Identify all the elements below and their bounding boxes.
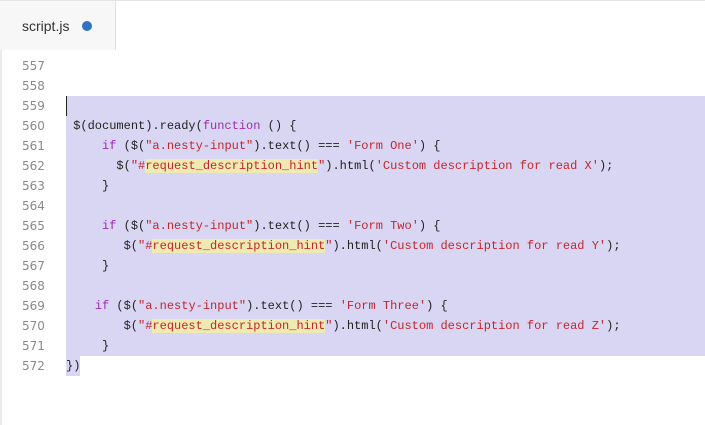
line-code: $("#request_description_hint").html('Cus…	[66, 236, 621, 256]
code-token: }	[102, 339, 110, 353]
code-token: () {	[260, 119, 297, 133]
keyword-token: if	[102, 139, 117, 153]
line-code: })	[66, 356, 80, 376]
code-line[interactable]: 561 if ($("a.nesty-input").text() === 'F…	[0, 136, 705, 156]
string-token: "#	[138, 319, 153, 333]
tab-bar: script.js	[0, 0, 705, 51]
code-token: }	[102, 259, 110, 273]
line-number: 559	[22, 99, 45, 113]
code-line[interactable]: 560 $(document).ready(function () {	[0, 116, 705, 136]
string-token: "#	[130, 159, 146, 173]
code-line[interactable]: 567 }	[0, 256, 705, 276]
line-number: 565	[22, 219, 45, 233]
line-code: $(document).ready(function () {	[66, 116, 296, 136]
highlighted-token: request_description_hint	[152, 239, 326, 253]
string-token: "	[325, 319, 333, 333]
line-code: $("#request_description_hint").html('Cus…	[66, 316, 621, 336]
code-token: ).html(	[332, 239, 383, 253]
unsaved-dot-icon[interactable]	[82, 21, 93, 31]
code-token: $(	[123, 319, 139, 333]
string-token: 'Form Three'	[339, 299, 427, 313]
selection-highlight-last-line	[66, 356, 80, 376]
tab-script-js[interactable]: script.js	[0, 1, 115, 51]
code-token: ).text() ===	[253, 139, 347, 153]
code-token: ) {	[418, 219, 441, 233]
line-number: 557	[22, 59, 45, 73]
code-token: );	[598, 159, 614, 173]
code-token: $(document).ready(	[73, 119, 203, 133]
code-token: ).text() ===	[253, 219, 347, 233]
code-token: ($(	[109, 299, 139, 313]
code-line[interactable]: 564	[0, 196, 705, 216]
line-number: 569	[22, 299, 45, 313]
string-token: 'Custom description for read Y'	[382, 239, 607, 253]
code-token: ).html(	[325, 159, 376, 173]
line-number: 568	[22, 279, 45, 293]
tab-bar-empty-area	[115, 1, 705, 51]
string-token: "a.nesty-input"	[145, 139, 254, 153]
code-token: ) {	[426, 299, 448, 313]
code-token: ).html(	[332, 319, 383, 333]
line-number: 558	[22, 79, 45, 93]
selection-highlight	[66, 96, 705, 356]
code-token: );	[606, 239, 621, 253]
line-number: 563	[22, 179, 45, 193]
code-line[interactable]: 571 }	[0, 336, 705, 356]
code-line[interactable]: 570 $("#request_description_hint").html(…	[0, 316, 705, 336]
code-token: );	[606, 319, 621, 333]
string-token: 'Custom description for read X'	[375, 159, 599, 173]
string-token: 'Form One'	[346, 139, 419, 153]
code-token: ($(	[116, 219, 146, 233]
line-number: 564	[22, 199, 45, 213]
keyword-token: if	[94, 299, 110, 313]
string-token: "	[318, 159, 326, 173]
line-code: }	[66, 336, 109, 356]
tab-label: script.js	[22, 18, 70, 34]
line-code: if ($("a.nesty-input").text() === 'Form …	[66, 296, 448, 316]
code-line[interactable]: 565 if ($("a.nesty-input").text() === 'F…	[0, 216, 705, 236]
line-code: if ($("a.nesty-input").text() === 'Form …	[66, 136, 441, 156]
line-number: 567	[22, 259, 45, 273]
keyword-token: function	[202, 119, 261, 133]
code-line[interactable]: 572})	[0, 356, 705, 376]
line-number: 572	[22, 359, 45, 373]
code-line[interactable]: 557	[0, 56, 705, 76]
line-code: }	[66, 176, 109, 196]
highlighted-token: request_description_hint	[145, 159, 319, 173]
code-line[interactable]: 562 $("#request_description_hint").html(…	[0, 156, 705, 176]
code-line[interactable]: 566 $("#request_description_hint").html(…	[0, 236, 705, 256]
line-code: if ($("a.nesty-input").text() === 'Form …	[66, 216, 441, 236]
code-line[interactable]: 563 }	[0, 176, 705, 196]
code-token: $(	[123, 239, 139, 253]
code-token: $(	[116, 159, 131, 173]
code-line[interactable]: 569 if ($("a.nesty-input").text() === 'F…	[0, 296, 705, 316]
string-token: "	[325, 239, 333, 253]
line-code: }	[66, 256, 109, 276]
highlighted-token: request_description_hint	[152, 319, 326, 333]
line-code: $("#request_description_hint").html('Cus…	[66, 156, 613, 176]
code-line[interactable]: 559	[0, 96, 705, 116]
editor-left-border	[0, 50, 2, 425]
code-line[interactable]: 568	[0, 276, 705, 296]
keyword-token: if	[102, 219, 117, 233]
line-number: 561	[22, 139, 45, 153]
string-token: 'Form Two'	[346, 219, 419, 233]
line-number: 566	[22, 239, 45, 253]
code-token: })	[66, 359, 81, 373]
string-token: "#	[138, 239, 153, 253]
code-line[interactable]: 558	[0, 76, 705, 96]
code-token: }	[102, 179, 110, 193]
string-token: "a.nesty-input"	[138, 299, 247, 313]
string-token: "a.nesty-input"	[145, 219, 254, 233]
text-cursor	[66, 96, 67, 116]
line-number: 560	[22, 119, 45, 133]
line-number: 571	[22, 339, 45, 353]
code-token: ($(	[116, 139, 146, 153]
line-number: 570	[22, 319, 45, 333]
string-token: 'Custom description for read Z'	[382, 319, 607, 333]
line-number: 562	[22, 159, 45, 173]
code-token: ) {	[418, 139, 441, 153]
code-token: ).text() ===	[246, 299, 340, 313]
